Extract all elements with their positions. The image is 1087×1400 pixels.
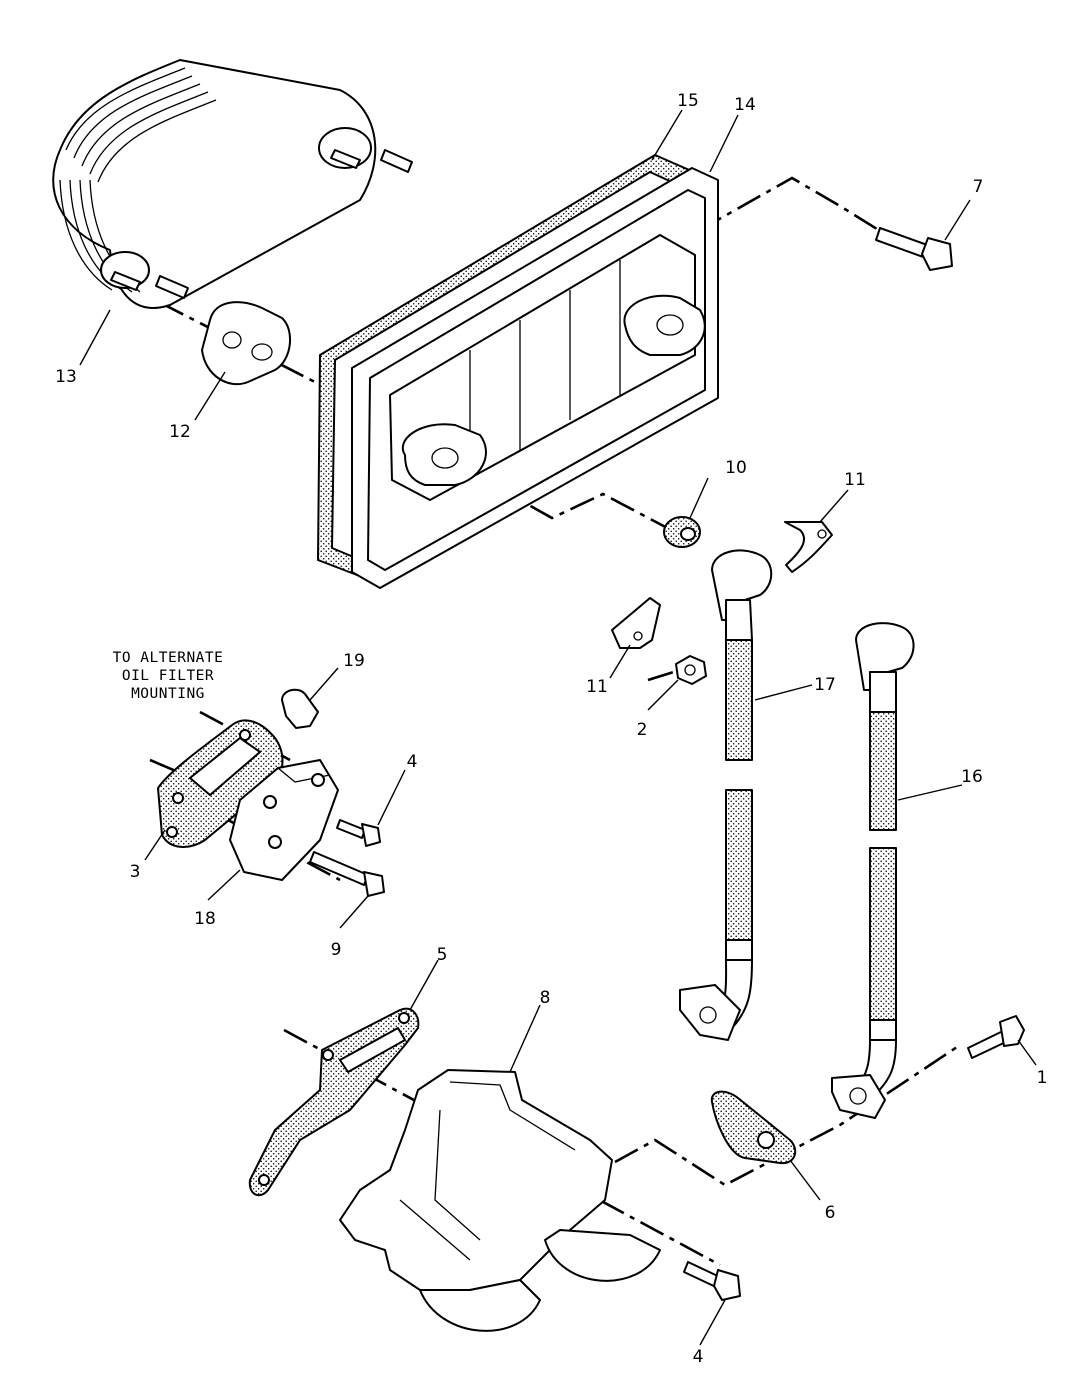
callout-18: 18 xyxy=(194,909,216,929)
callout-4-upper: 4 xyxy=(407,752,418,772)
clip-upper xyxy=(784,521,833,573)
callout-11-lower: 11 xyxy=(586,677,608,697)
filter-base xyxy=(339,1069,661,1332)
seal-ring xyxy=(663,516,701,548)
callout-9: 9 xyxy=(331,940,342,960)
callout-7: 7 xyxy=(973,177,984,197)
nut-2 xyxy=(675,655,707,685)
callout-2: 2 xyxy=(637,720,648,740)
note-line-3: MOUNTING xyxy=(131,686,205,702)
note-line-1: TO ALTERNATE xyxy=(113,650,224,666)
note-line-2: OIL FILTER xyxy=(122,668,214,684)
callout-8: 8 xyxy=(540,988,551,1008)
callout-3: 3 xyxy=(130,862,141,882)
callout-12: 12 xyxy=(169,422,191,442)
callout-16: 16 xyxy=(961,767,983,787)
callout-14: 14 xyxy=(734,95,756,115)
tube-assembly-16 xyxy=(831,622,915,1119)
bolt-4-lower xyxy=(683,1261,741,1301)
gasket-6 xyxy=(710,1090,797,1165)
fitting-19 xyxy=(281,688,319,729)
callout-17: 17 xyxy=(814,675,836,695)
leader-lines xyxy=(79,109,1037,1346)
note-text: TO ALTERNATE OIL FILTER MOUNTING xyxy=(113,650,224,702)
callout-6: 6 xyxy=(825,1203,836,1223)
oil-cooler-cover xyxy=(351,167,719,589)
bolt-7 xyxy=(875,227,953,271)
callout-13: 13 xyxy=(55,367,77,387)
bolt-1 xyxy=(967,1015,1025,1059)
gasket-3 xyxy=(157,719,284,848)
adapter-18 xyxy=(229,759,339,881)
callout-labels: 15 14 7 13 12 10 11 11 2 17 19 4 3 18 9 … xyxy=(55,91,1047,1367)
bolt-4-upper xyxy=(336,819,381,847)
tube-assembly-17 xyxy=(679,549,773,1041)
bolt-9 xyxy=(309,851,385,897)
callout-5: 5 xyxy=(437,945,448,965)
callout-19: 19 xyxy=(343,651,365,671)
oil-cooler-core xyxy=(52,59,413,309)
callout-10: 10 xyxy=(725,458,747,478)
callout-15: 15 xyxy=(677,91,699,111)
clip-lower xyxy=(611,597,661,649)
callout-11-upper: 11 xyxy=(844,470,866,490)
callout-1: 1 xyxy=(1037,1068,1048,1088)
callout-4-lower: 4 xyxy=(693,1347,704,1367)
cooler-gasket xyxy=(201,301,292,386)
